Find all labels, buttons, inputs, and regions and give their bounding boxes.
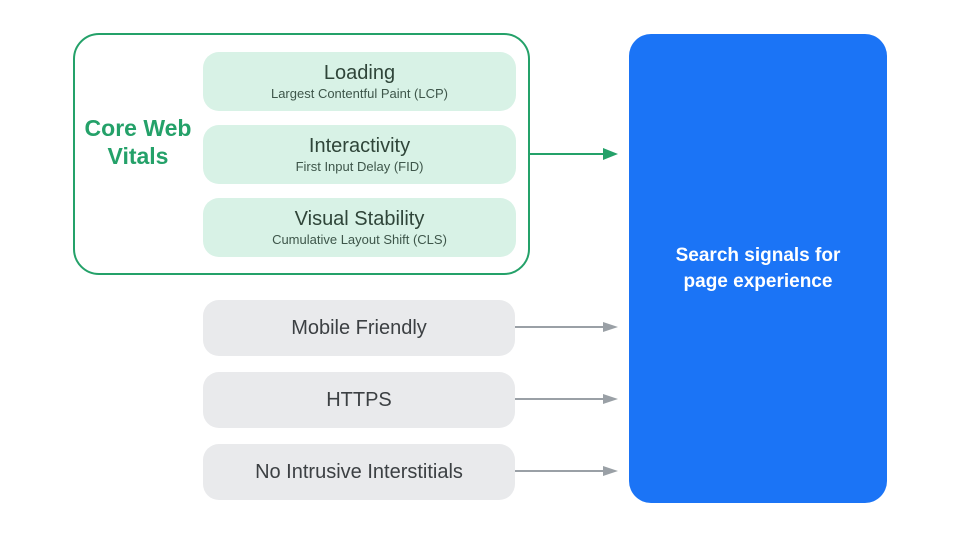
arrow-head-icon (603, 148, 618, 160)
signal-label: No Intrusive Interstitials (255, 460, 463, 483)
vital-card-visual-stability: Visual Stability Cumulative Layout Shift… (203, 198, 516, 257)
vital-subtitle: First Input Delay (FID) (295, 158, 424, 174)
arrow-head-icon (603, 394, 618, 404)
signal-card-mobile-friendly: Mobile Friendly (203, 300, 515, 356)
vital-title: Interactivity (308, 134, 411, 157)
arrow-shaft (515, 326, 604, 328)
vital-title: Loading (323, 61, 396, 84)
vital-title: Visual Stability (294, 207, 425, 230)
result-box-label: Search signals for page experience (675, 244, 841, 292)
vital-subtitle: Cumulative Layout Shift (CLS) (272, 231, 447, 247)
core-web-vitals-label: Core Web Vitals (84, 115, 192, 169)
arrow-head-icon (603, 466, 618, 476)
signal-label: Mobile Friendly (291, 316, 427, 339)
vital-subtitle: Largest Contentful Paint (LCP) (270, 85, 449, 101)
arrow-shaft (530, 153, 604, 155)
search-signals-result-box: Search signals for page experience (629, 34, 887, 503)
signal-label: HTTPS (326, 388, 392, 411)
arrow-shaft (515, 470, 604, 472)
arrow-right-icon (515, 392, 619, 406)
arrow-right-icon (530, 147, 619, 161)
signal-card-no-intrusive-interstitials: No Intrusive Interstitials (203, 444, 515, 500)
arrow-shaft (515, 398, 604, 400)
arrow-right-icon (515, 320, 619, 334)
arrow-right-icon (515, 464, 619, 478)
vital-card-loading: Loading Largest Contentful Paint (LCP) (203, 52, 516, 111)
vital-card-interactivity: Interactivity First Input Delay (FID) (203, 125, 516, 184)
arrow-head-icon (603, 322, 618, 332)
signal-card-https: HTTPS (203, 372, 515, 428)
